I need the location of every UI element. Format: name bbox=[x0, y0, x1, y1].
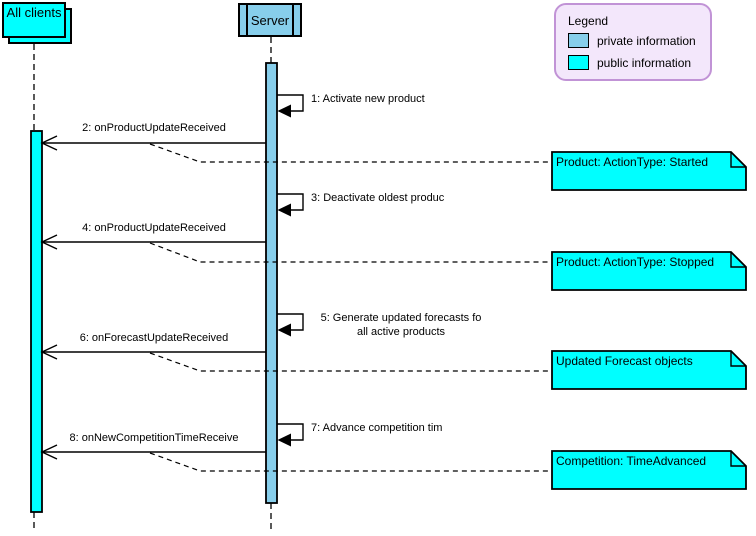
note-connector-2 bbox=[149, 242, 552, 263]
message-6-arrow bbox=[40, 344, 266, 360]
legend-title: Legend bbox=[568, 14, 609, 28]
message-5-line1: 5: Generate updated forecasts fo bbox=[320, 312, 482, 324]
server-actor: Server bbox=[238, 3, 302, 37]
legend: Legend private information public inform… bbox=[554, 3, 712, 81]
server-label: Server bbox=[250, 12, 290, 28]
legend-item-private: private information bbox=[568, 33, 710, 48]
message-4-label: 4: onProductUpdateReceived bbox=[82, 222, 226, 234]
all-clients-actor: All clients bbox=[2, 2, 66, 38]
note-4-shape bbox=[551, 450, 747, 490]
all-clients-label: All clients bbox=[6, 5, 62, 20]
note-3-text: Updated Forecast objects bbox=[556, 354, 693, 368]
note-3-shape bbox=[551, 350, 747, 390]
public-info-swatch bbox=[568, 55, 589, 70]
message-2-arrow bbox=[40, 135, 266, 151]
message-8-arrow bbox=[40, 444, 266, 460]
private-info-swatch bbox=[568, 33, 589, 48]
message-3-label: 3: Deactivate oldest produc bbox=[311, 192, 445, 204]
message-7-label: 7: Advance competition tim bbox=[311, 422, 443, 434]
message-5-label: 5: Generate updated forecasts fo all act… bbox=[311, 311, 491, 339]
server-box-left-bar bbox=[246, 5, 248, 35]
message-1-label: 1: Activate new product bbox=[311, 93, 425, 105]
message-6-label: 6: onForecastUpdateReceived bbox=[79, 332, 229, 344]
message-4-arrow bbox=[40, 234, 266, 250]
note-1-text: Product: ActionType: Started bbox=[556, 155, 709, 169]
note-connector-1 bbox=[149, 143, 552, 163]
self-message-3 bbox=[277, 193, 304, 217]
note-connector-3 bbox=[149, 352, 552, 372]
activation-bar-clients bbox=[30, 130, 43, 513]
activation-bar-server bbox=[265, 62, 278, 504]
legend-item-public: public information bbox=[568, 55, 710, 70]
self-message-1 bbox=[277, 94, 304, 118]
note-connector-4 bbox=[149, 452, 552, 472]
message-2-label: 2: onProductUpdateReceived bbox=[82, 122, 226, 134]
legend-item-private-label: private information bbox=[597, 33, 696, 48]
note-2-shape bbox=[551, 251, 747, 291]
legend-item-public-label: public information bbox=[597, 55, 692, 70]
note-4-text: Competition: TimeAdvanced bbox=[556, 454, 707, 468]
server-box-right-bar bbox=[292, 5, 294, 35]
self-message-5 bbox=[277, 313, 304, 337]
self-message-7 bbox=[277, 423, 304, 447]
message-8-label: 8: onNewCompetitionTimeReceive bbox=[69, 432, 239, 444]
note-1-shape bbox=[551, 151, 747, 191]
message-5-line2: all active products bbox=[356, 326, 446, 338]
note-2-text: Product: ActionType: Stopped bbox=[556, 255, 715, 269]
